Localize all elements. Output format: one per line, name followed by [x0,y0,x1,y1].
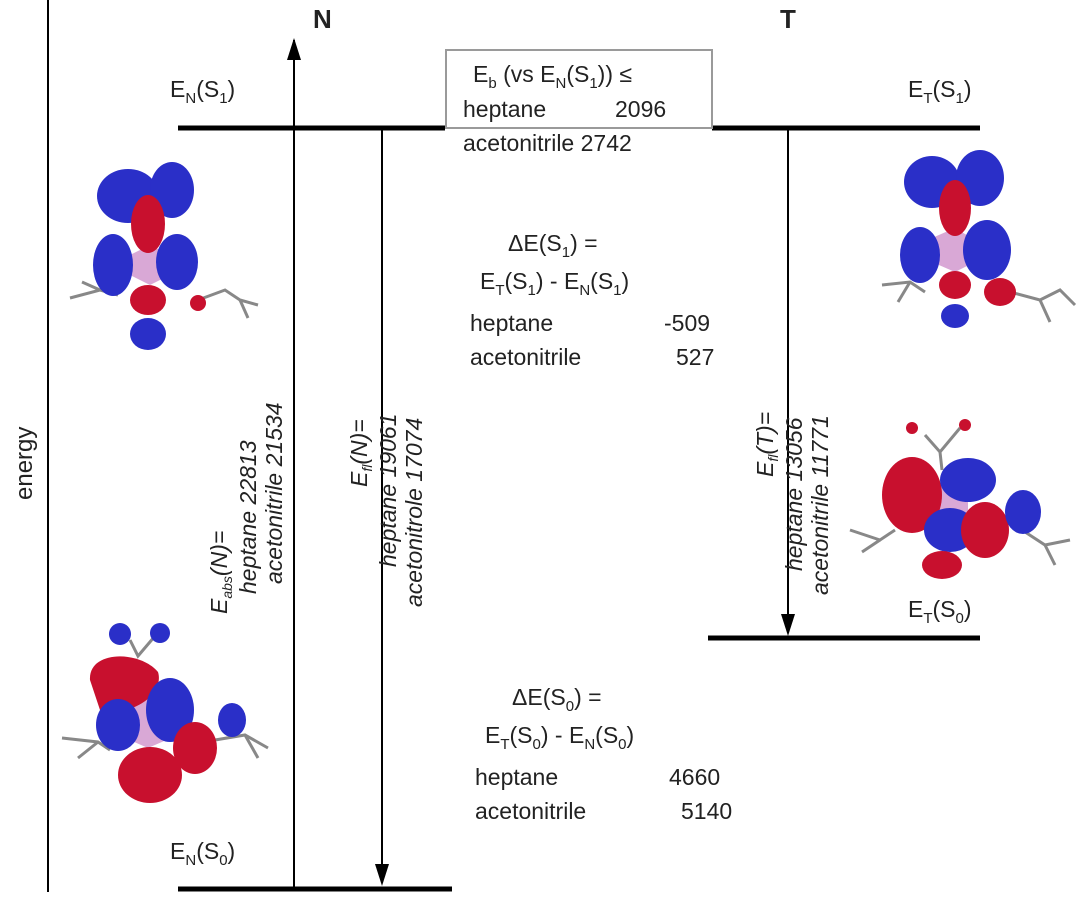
header-n: N [313,4,332,34]
abs-n-arrowhead [287,38,301,60]
level-n-s0-label: EN(S0) [170,838,236,869]
delta-s0-title: ΔE(S0) = [512,684,602,715]
energy-axis-label: energy [11,426,38,500]
header-t: T [780,4,796,34]
delta-s1-formula: ET(S1) - EN(S1) [480,268,630,299]
eb-row-acetonitrile: acetonitrile 2742 [463,130,632,156]
delta-s1-row-heptane: heptane-509 [470,310,711,336]
fl-t-arrowhead [781,614,795,636]
orbital-n-s0-picture [61,623,269,803]
delta-s0-formula: ET(S0) - EN(S0) [485,722,635,753]
fl-n-arrowhead [375,864,389,886]
eb-box [445,49,713,129]
orbital-n-s1-picture [69,162,259,350]
orbital-t-s0-picture [849,419,1071,579]
fl-t-label: Efl(T)= heptane 13056 acetonitrile 11771 [752,411,833,595]
fl-n-label: Efl(N)= heptane 19061 acetonitrole 17074 [346,413,427,608]
abs-n-label: Eabs(N)= heptane 22813 acetonitrile 2153… [206,402,287,614]
level-n-s1-label: EN(S1) [170,76,236,107]
level-t-s0-label: ET(S0) [908,596,972,627]
eb-title: Eb (vs EN(S1)) ≤ [473,61,632,92]
level-t-s1-label: ET(S1) [908,76,972,107]
delta-s1-title: ΔE(S1) = [508,230,598,261]
orbital-t-s1-picture [881,150,1077,328]
